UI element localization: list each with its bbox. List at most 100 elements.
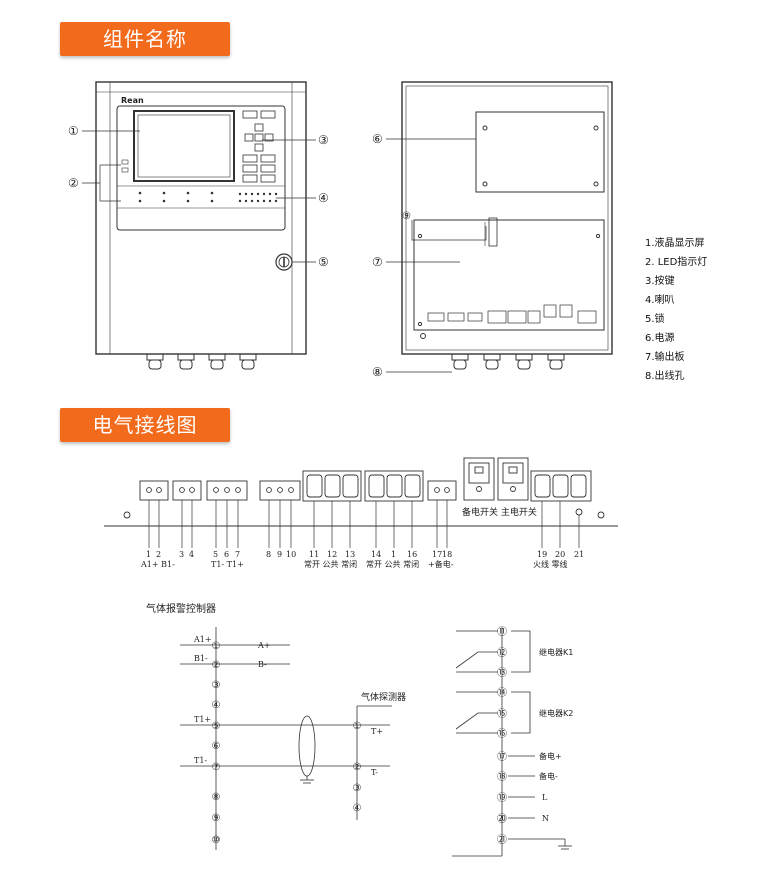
- svg-text:A+: A+: [257, 641, 270, 650]
- svg-text:T-: T-: [371, 768, 378, 777]
- svg-text:⑯: ⑯: [497, 728, 507, 740]
- svg-text:继电器K2: 继电器K2: [539, 708, 573, 718]
- brand-logo: Rean: [121, 96, 144, 105]
- svg-text:常开 公共 常闭: 常开 公共 常闭: [304, 560, 357, 569]
- svg-text:7: 7: [235, 550, 240, 559]
- svg-text:1: 1: [146, 550, 151, 559]
- svg-text:火线 零线: 火线 零线: [533, 559, 568, 569]
- callout-3: ③: [318, 133, 329, 147]
- svg-text:⑤: ⑤: [212, 721, 221, 732]
- svg-text:⑨: ⑨: [212, 813, 221, 824]
- svg-text:T1- T1+: T1- T1+: [211, 560, 244, 569]
- controller-nodes: ① ② ③ ④ ⑤ ⑥ ⑦ ⑧ ⑨ ⑩: [212, 641, 221, 846]
- svg-text:N: N: [542, 814, 549, 823]
- svg-text:⑰: ⑰: [497, 751, 507, 763]
- svg-text:T+: T+: [371, 727, 383, 736]
- svg-text:④: ④: [212, 700, 221, 711]
- svg-text:T1+: T1+: [194, 715, 211, 724]
- svg-text:A1+: A1+: [193, 635, 212, 644]
- controller-wiring: [180, 627, 392, 850]
- controller-labels: A1+ B1- T1+ T1- A+ B- T+ T-: [193, 635, 383, 777]
- svg-text:④: ④: [353, 803, 362, 814]
- svg-text:10: 10: [286, 550, 296, 559]
- callout-1: ①: [68, 124, 79, 138]
- svg-text:常开 公共 常闭: 常开 公共 常闭: [366, 560, 419, 569]
- svg-text:①: ①: [212, 641, 221, 652]
- legend-item: 6.电源: [645, 333, 675, 344]
- svg-text:2: 2: [156, 550, 161, 559]
- detector-nodes: ① ② ③ ④: [353, 721, 362, 814]
- inner-panel-enclosure: [386, 81, 613, 373]
- svg-text:4: 4: [189, 550, 194, 559]
- legend-item: 7.输出板: [645, 352, 685, 363]
- svg-text:B-: B-: [258, 660, 267, 669]
- callout-9: ⑨: [402, 211, 411, 222]
- terminal-numbers: 1 2 3 4 5 6 7 8 9 10 11 12 13 14 1 16 17…: [146, 550, 584, 559]
- components-title-banner: 组件名称: [60, 22, 230, 56]
- callout-7: ⑦: [372, 255, 383, 269]
- relay-nodes: ⑪ ⑫ ⑬ ⑭ ⑮ ⑯ ⑰ ⑱ ⑲ ⑳ ㉑: [497, 626, 507, 846]
- svg-text:+备电-: +备电-: [428, 559, 454, 569]
- svg-text:①: ①: [353, 721, 362, 732]
- svg-text:T1-: T1-: [194, 756, 207, 765]
- legend-item: 8.出线孔: [645, 371, 685, 382]
- component-legend: 1.液晶显示屏 2. LED指示灯 3.按键 4.喇叭 5.锁 6.电源 7.输…: [645, 234, 707, 386]
- svg-text:⑪: ⑪: [497, 626, 507, 638]
- svg-text:18: 18: [442, 550, 452, 559]
- svg-text:⑩: ⑩: [212, 835, 221, 846]
- svg-text:②: ②: [212, 660, 221, 671]
- callout-4: ④: [318, 191, 329, 205]
- callout-2: ②: [68, 176, 79, 190]
- callout-6: ⑥: [372, 132, 383, 146]
- wiring-title-banner: 电气接线图: [60, 408, 230, 442]
- svg-text:备电+: 备电+: [539, 751, 562, 761]
- svg-text:8: 8: [266, 550, 271, 559]
- svg-text:⑭: ⑭: [497, 687, 507, 699]
- svg-text:14: 14: [371, 550, 381, 559]
- svg-text:⑱: ⑱: [497, 771, 507, 783]
- svg-text:B1-: B1-: [194, 654, 208, 663]
- relay-labels: 继电器K1 继电器K2 备电+ 备电- L N: [539, 647, 573, 823]
- legend-item: 3.按键: [645, 276, 675, 287]
- svg-text:⑧: ⑧: [212, 792, 221, 803]
- callout-5: ⑤: [318, 255, 329, 269]
- svg-text:⑫: ⑫: [497, 647, 507, 659]
- svg-text:9: 9: [277, 550, 282, 559]
- relay-wiring: [452, 627, 572, 857]
- svg-text:㉑: ㉑: [497, 834, 507, 846]
- legend-item: 5.锁: [645, 314, 665, 325]
- svg-text:16: 16: [407, 550, 417, 559]
- legend-item: 4.喇叭: [645, 295, 675, 306]
- svg-text:1: 1: [391, 550, 396, 559]
- svg-text:②: ②: [353, 762, 362, 773]
- svg-text:⑲: ⑲: [497, 792, 507, 804]
- svg-text:⑳: ⑳: [497, 813, 507, 825]
- svg-text:19: 19: [537, 550, 547, 559]
- svg-text:6: 6: [224, 550, 229, 559]
- svg-text:13: 13: [345, 550, 355, 559]
- svg-text:继电器K1: 继电器K1: [539, 647, 573, 657]
- svg-text:⑮: ⑮: [497, 708, 507, 720]
- svg-text:⑥: ⑥: [212, 741, 221, 752]
- svg-text:③: ③: [212, 680, 221, 691]
- detector-title: 气体探测器: [361, 691, 406, 703]
- callout-8: ⑧: [372, 365, 383, 379]
- svg-text:⑬: ⑬: [497, 667, 507, 679]
- legend-item: 1.液晶显示屏: [645, 238, 705, 249]
- terminal-strip: [104, 457, 618, 548]
- svg-text:⑦: ⑦: [212, 762, 221, 773]
- switch-labels: 备电开关 主电开关: [462, 506, 537, 518]
- svg-text:③: ③: [353, 783, 362, 794]
- svg-text:备电-: 备电-: [539, 771, 558, 781]
- svg-text:11: 11: [309, 550, 319, 559]
- svg-text:17: 17: [432, 550, 442, 559]
- controller-title: 气体报警控制器: [146, 602, 216, 615]
- svg-text:20: 20: [555, 550, 565, 559]
- svg-text:5: 5: [213, 550, 218, 559]
- legend-item: 2. LED指示灯: [645, 257, 708, 268]
- terminal-labels: A1+ B1- T1- T1+ 常开 公共 常闭 常开 公共 常闭 +备电- 火…: [140, 559, 568, 569]
- front-panel-enclosure: [82, 81, 316, 370]
- svg-text:21: 21: [574, 550, 584, 559]
- svg-text:3: 3: [179, 550, 184, 559]
